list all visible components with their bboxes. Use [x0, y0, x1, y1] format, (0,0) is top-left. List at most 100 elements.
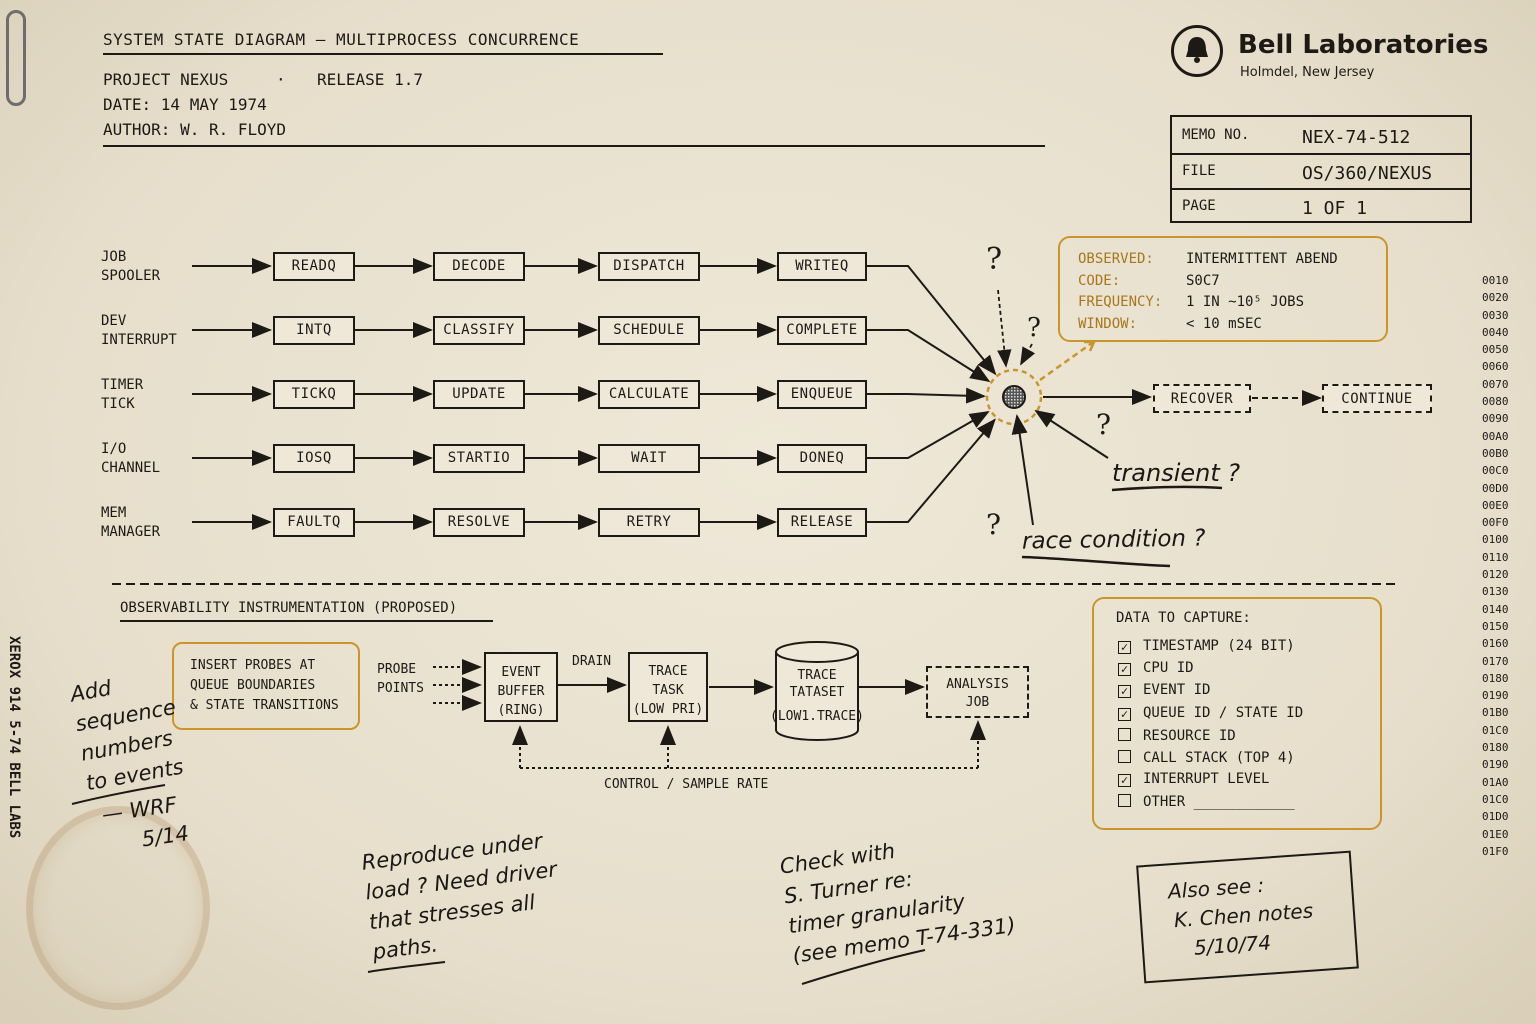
observed-label: OBSERVED: — [1078, 251, 1154, 267]
convergence-arrow — [867, 265, 997, 376]
address-label: 0060 — [1482, 360, 1509, 374]
page-value: 1 OF 1 — [1302, 198, 1368, 219]
project-name: PROJECT NEXUS — [103, 70, 229, 89]
capture-item-label: TIMESTAMP (24 BIT) — [1143, 638, 1295, 654]
address-label: 0180 — [1482, 671, 1509, 685]
capture-item: ✓EVENT ID — [1118, 682, 1303, 704]
address-label: 0120 — [1482, 568, 1509, 582]
state-box: CLASSIFY — [433, 315, 525, 345]
state-box: COMPLETE — [777, 315, 867, 345]
state-box: STARTIO — [433, 443, 525, 473]
trace-task-line: TRACE — [648, 664, 688, 679]
frequency-label: FREQUENCY: — [1078, 294, 1163, 310]
convergence-arrow — [867, 411, 990, 459]
address-label: 0150 — [1482, 619, 1509, 633]
release-number: RELEASE 1.7 — [317, 70, 423, 89]
capture-item: ✓INTERRUPT LEVEL — [1118, 771, 1303, 793]
dataset-label: TRACE TATASET (LOW1.TRACE) — [762, 667, 872, 725]
convergence-arrow — [867, 329, 991, 383]
address-label: 0050 — [1482, 343, 1509, 357]
trace-task-line: (LOW PRI) — [632, 702, 704, 717]
pipeline-source-line: INTERRUPT — [101, 332, 177, 348]
memo-table: MEMO NO. NEX-74-512 FILE OS/360/NEXUS PA… — [1170, 115, 1472, 223]
convergence-arrow — [867, 418, 996, 523]
pipeline-source-line: I/O — [101, 441, 127, 457]
address-label: 01F0 — [1482, 844, 1509, 858]
address-label: 0040 — [1482, 325, 1509, 339]
probe-note-line: & STATE TRANSITIONS — [190, 698, 339, 713]
checkbox-checked-icon[interactable]: ✓ — [1118, 663, 1131, 677]
event-buffer-line: BUFFER — [497, 684, 545, 699]
event-buffer-line: EVENT — [501, 665, 541, 680]
capture-item: OTHER ____________ — [1118, 793, 1303, 815]
capture-item-label: CPU ID — [1143, 660, 1194, 677]
frequency-value: 1 IN ~10⁵ JOBS — [1186, 294, 1305, 310]
logo-location: Holmdel, New Jersey — [1240, 65, 1375, 80]
coffee-stain — [26, 806, 210, 1010]
checkbox-checked-icon[interactable]: ✓ — [1118, 641, 1131, 654]
checkbox-empty-icon[interactable] — [1118, 749, 1131, 763]
address-label: 0140 — [1482, 602, 1509, 616]
address-label: 0020 — [1482, 291, 1509, 305]
checkbox-checked-icon[interactable]: ✓ — [1118, 774, 1131, 788]
drain-label: DRAIN — [572, 654, 612, 669]
address-label: 0170 — [1482, 654, 1509, 668]
capture-box: DATA TO CAPTURE: ✓ TIMESTAMP (24 BIT) ✓ CPU… — [1092, 597, 1382, 830]
transient-annotation: transient ? — [1112, 459, 1241, 487]
pipeline-source-line: DEV — [101, 313, 127, 329]
address-label: 0080 — [1482, 395, 1509, 409]
capture-list: ✓TIMESTAMP (24 BIT)✓CPU ID✓EVENT ID✓QUEU… — [1118, 638, 1303, 816]
address-label: 01A0 — [1482, 775, 1509, 789]
state-box: FAULTQ — [273, 507, 355, 537]
title-underline — [103, 53, 663, 55]
code-value: S0C7 — [1186, 273, 1220, 289]
address-label: 0070 — [1482, 377, 1509, 391]
state-box: DONEQ — [777, 443, 867, 473]
analysis-job-box: ANALYSIS JOB — [926, 666, 1029, 718]
state-box: ENQUEUE — [777, 379, 867, 409]
pipeline-source-line: JOB — [101, 249, 127, 265]
observed-box: OBSERVED: INTERMITTENT ABEND CODE: S0C7 … — [1058, 236, 1388, 342]
recover-state: RECOVER — [1153, 384, 1251, 413]
question-mark: ? — [986, 242, 1003, 277]
capture-item: ✓ TIMESTAMP (24 BIT) — [1118, 638, 1303, 660]
capture-item: RESOURCE ID — [1118, 727, 1303, 749]
address-label: 01C0 — [1482, 723, 1509, 737]
address-label: 00A0 — [1482, 429, 1509, 443]
reproduce-note: Reproduce under load ? Need driver that … — [360, 825, 566, 968]
address-label: 0030 — [1482, 308, 1509, 322]
checkbox-checked-icon[interactable]: ✓ — [1118, 685, 1131, 699]
trace-task-line: TASK — [652, 683, 684, 698]
window-value: < 10 mSEC — [1186, 316, 1262, 332]
pipeline-source-line: CHANNEL — [101, 460, 161, 476]
pipeline-source-line: SPOOLER — [101, 268, 161, 284]
probe-points-line: POINTS — [377, 681, 424, 696]
probe-points-line: PROBE — [377, 662, 417, 677]
checkbox-checked-icon[interactable]: ✓ — [1118, 707, 1131, 721]
state-box: IOSQ — [273, 443, 355, 473]
reference-text: Also see : K. Chen notes 5/10/74 — [1167, 868, 1316, 965]
event-buffer-line: (RING) — [497, 703, 545, 718]
question-mark: ? — [1027, 313, 1041, 343]
continue-state: CONTINUE — [1322, 384, 1432, 413]
page-label: PAGE — [1182, 198, 1216, 214]
pipeline-source-line: TICK — [101, 396, 135, 412]
capture-heading: DATA TO CAPTURE: — [1116, 610, 1251, 626]
state-box: READQ — [273, 251, 355, 281]
address-label: 0160 — [1482, 637, 1509, 651]
checkbox-empty-icon[interactable] — [1118, 727, 1131, 741]
analysis-job-line: JOB — [965, 695, 990, 710]
code-label: CODE: — [1078, 273, 1121, 289]
probe-points-label: PROBE POINTS — [377, 660, 424, 698]
reference-card: Also see : K. Chen notes 5/10/74 — [1136, 850, 1359, 984]
analysis-job-line: ANALYSIS — [946, 677, 1009, 692]
capture-item: ✓ CPU ID — [1118, 660, 1303, 682]
state-box: WAIT — [598, 443, 700, 473]
convergence-arrow — [867, 387, 986, 404]
address-label: 00F0 — [1482, 516, 1509, 530]
sequence-note: Add sequence numbers to events — [68, 662, 189, 798]
checkbox-empty-icon[interactable] — [1118, 794, 1131, 808]
